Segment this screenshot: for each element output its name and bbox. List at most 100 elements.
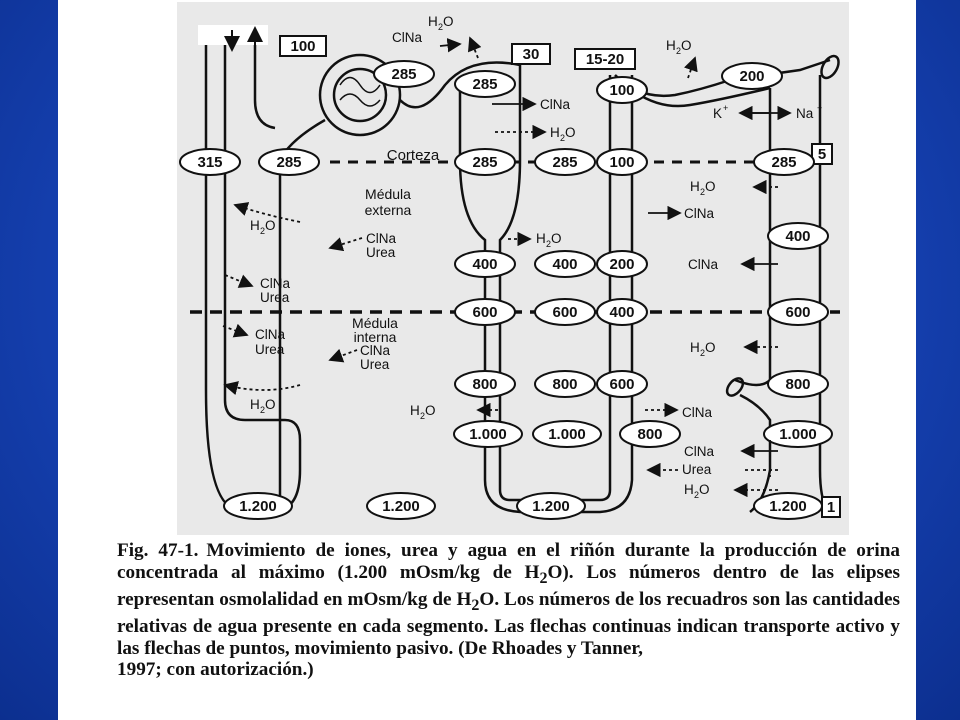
h2o-top-h: H (428, 14, 438, 29)
ellipse-r1-0: 315 (197, 154, 222, 171)
h2o-cd1-sub: 2 (700, 187, 705, 197)
caption-sub-2: 2 (471, 596, 480, 614)
ellipse-r3-2: 400 (609, 304, 634, 321)
label-medula-interna-2: interna (354, 329, 397, 345)
caption-text-c: O. Los números de los recuadros son las … (117, 588, 900, 659)
h2o-cd-low-o: O (699, 482, 710, 497)
ellipse-r5-0: 1.000 (469, 426, 507, 443)
caption-text-b: O). Los números dentro de las elipses re… (117, 561, 900, 610)
ellipse-r3-3: 600 (785, 304, 810, 321)
ellipse-cd-400: 400 (785, 228, 810, 245)
ellipse-r2-0: 400 (472, 256, 497, 273)
ellipse-loop-100: 100 (609, 82, 634, 99)
region-labels: Corteza Médula externa Médula interna (352, 147, 440, 345)
h2o-top-o: O (443, 14, 454, 29)
ellipse-r4-0: 800 (472, 376, 497, 393)
h2o-cd-low-sub: 2 (694, 490, 699, 500)
h2o-loop-h: H (666, 38, 676, 53)
ellipse-r3-1: 600 (552, 304, 577, 321)
clna-left4: ClNa (360, 343, 390, 358)
h2o-desc-sub: 2 (546, 239, 551, 249)
vasa-recta (204, 45, 302, 512)
label-medula-externa-2: externa (365, 202, 412, 218)
caption-last-line: 1997; con autorización.) (117, 659, 314, 681)
clna-top: ClNa (392, 30, 422, 45)
h2o-left2-sub: 2 (260, 405, 265, 415)
h2o-cd1-o: O (705, 179, 716, 194)
urea-left4: Urea (360, 357, 390, 372)
h2o-cd2-h: H (690, 340, 700, 355)
ellipse-r6-3: 1.200 (769, 498, 807, 515)
ellipse-r1-5: 285 (771, 154, 796, 171)
h2o-thin-sub: 2 (420, 411, 425, 421)
ellipse-r2-2: 200 (609, 256, 634, 273)
label-corteza: Corteza (387, 147, 440, 164)
k-label: K (713, 106, 722, 121)
clna-prox: ClNa (540, 97, 570, 112)
clna-r2: ClNa (688, 257, 718, 272)
label-medula-externa-1: Médula (365, 186, 411, 202)
clna-thin-asc: ClNa (682, 405, 712, 420)
h2o-loop-sub: 2 (676, 46, 681, 56)
urea-left1: Urea (366, 245, 396, 260)
urea-left2: Urea (260, 290, 290, 305)
ellipse-r4-3: 800 (785, 376, 810, 393)
ellipse-r1-2: 285 (472, 154, 497, 171)
transport-arrows (222, 36, 792, 498)
ellipse-r4-2: 600 (609, 376, 634, 393)
h2o-cd2-sub: 2 (700, 348, 705, 358)
ellipse-r5-1: 1.000 (548, 426, 586, 443)
ellipse-r5-2: 800 (637, 426, 662, 443)
box-15-20: 15-20 (586, 51, 624, 68)
na-plus-sign: + (817, 103, 822, 113)
h2o-thin-o: O (425, 403, 436, 418)
ellipse-r5-3: 1.000 (779, 426, 817, 443)
ellipse-r6-0: 1.200 (239, 498, 277, 515)
ellipse-r4-1: 800 (552, 376, 577, 393)
h2o-left1-sub: 2 (260, 226, 265, 236)
h2o-desc-h: H (536, 231, 546, 246)
caption-sub-1: 2 (539, 569, 548, 587)
water-boxes: 100 30 15-20 5 1 (279, 35, 841, 518)
osmolality-ellipses: 285 285 100 200 315 285 285 285 100 285 … (179, 60, 833, 520)
clna-thick: ClNa (684, 206, 714, 221)
h2o-prox-h: H (550, 125, 560, 140)
ellipse-glom-285: 285 (391, 66, 416, 83)
clna-left1: ClNa (366, 231, 396, 246)
ellipse-r1-4: 100 (609, 154, 634, 171)
h2o-top-sub: 2 (438, 22, 443, 32)
na-label: Na (796, 106, 814, 121)
ellipse-r6-2: 1.200 (532, 498, 570, 515)
box-5: 5 (818, 146, 826, 163)
loop-of-henle (614, 58, 831, 108)
h2o-thin-h: H (410, 403, 420, 418)
h2o-left1-o: O (265, 218, 276, 233)
h2o-prox-sub: 2 (560, 133, 565, 143)
figure-label: Fig. 47-1. (117, 540, 199, 561)
ellipse-dist-200: 200 (739, 68, 764, 85)
h2o-left1-h: H (250, 218, 260, 233)
figure-caption: Fig. 47-1.Movimiento de iones, urea y ag… (117, 540, 900, 681)
h2o-prox-o: O (565, 125, 576, 140)
h2o-loop-o: O (681, 38, 692, 53)
ellipse-r1-3: 285 (552, 154, 577, 171)
clna-left3: ClNa (255, 327, 285, 342)
h2o-cd-low-h: H (684, 482, 694, 497)
h2o-cd2-o: O (705, 340, 716, 355)
urea-cd-low: Urea (682, 462, 712, 477)
box-30: 30 (523, 46, 540, 63)
h2o-left2-o: O (265, 397, 276, 412)
ellipse-r2-1: 400 (552, 256, 577, 273)
ellipse-r3-0: 600 (472, 304, 497, 321)
box-1: 1 (827, 499, 835, 516)
clna-left2: ClNa (260, 276, 290, 291)
h2o-desc-o: O (551, 231, 562, 246)
urea-left3: Urea (255, 342, 285, 357)
h2o-left2-h: H (250, 397, 260, 412)
k-plus-sign: + (723, 103, 728, 113)
clna-cd-low: ClNa (684, 444, 714, 459)
ellipse-prox-285: 285 (472, 76, 497, 93)
label-medula-interna-1: Médula (352, 315, 398, 331)
ellipse-r6-1: 1.200 (382, 498, 420, 515)
